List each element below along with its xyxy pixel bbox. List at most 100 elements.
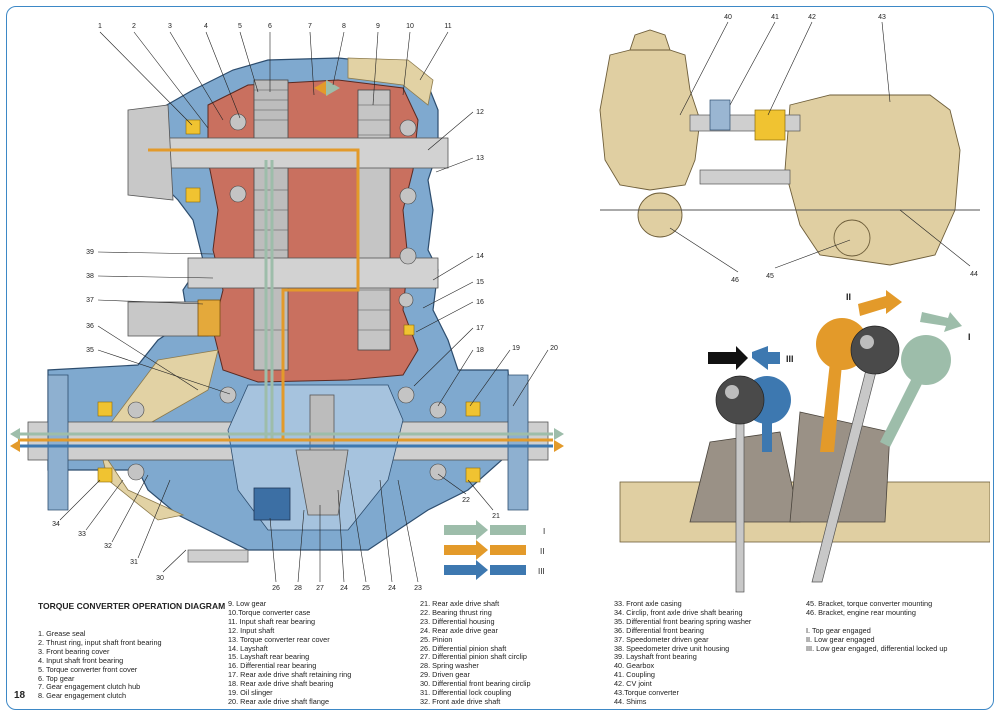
arrow-III-blue (752, 346, 780, 370)
page-number: 18 (14, 690, 26, 701)
callout-25: 25 (362, 585, 370, 592)
part-item: 43.Torque converter (614, 688, 679, 698)
part-item: 15. Layshaft rear bearing (228, 652, 310, 662)
gear-lever-right (811, 325, 900, 583)
callout-42: 42 (808, 14, 816, 21)
callout-23: 23 (414, 585, 422, 592)
callout-35: 35 (86, 347, 94, 354)
mode-item: II. Low gear engaged (806, 634, 875, 644)
part-item: 21. Rear axle drive shaft (420, 599, 500, 608)
power-flow-paths (18, 148, 553, 448)
gearbox (599, 37, 701, 191)
part-item: 9. Low gear (228, 599, 267, 608)
flow-legend: I II III (444, 520, 545, 580)
part-item: 37. Speedometer driven gear (614, 634, 709, 644)
lever-position-I-ghost (880, 335, 951, 447)
lever-label-II: II (846, 292, 851, 302)
parts-list-column-5: 45. Bracket, torque converter mounting 4… (806, 599, 948, 653)
grease-seals (97, 119, 481, 483)
mode-item: III. Low gear engaged, differential lock… (806, 643, 948, 653)
part-item: 25. Pinion (420, 634, 453, 644)
tr-callout-numbers: 40 41 42 43 44 45 46 (724, 14, 978, 284)
callout-19: 19 (512, 345, 520, 352)
callout-24b: 24 (388, 585, 396, 592)
part-item: 27. Differential pinion shaft circlip (420, 652, 527, 662)
part-item: 2. Thrust ring, input shaft front bearin… (38, 637, 162, 647)
parts-list-column-4: 33. Front axle casing 34. Circlip, front… (614, 599, 752, 707)
torque-converter-sectional-diagram: 1 2 3 4 5 6 7 8 9 10 11 12 13 14 15 16 1… (10, 23, 564, 592)
part-item: 33. Front axle casing (614, 599, 682, 608)
part-item: 22. Bearing thrust ring (420, 607, 492, 617)
callout-43: 43 (878, 14, 886, 21)
part-item: 40. Gearbox (614, 661, 655, 671)
callout-34: 34 (52, 521, 60, 528)
callout-6: 6 (268, 23, 272, 30)
arrow-I (920, 312, 962, 332)
parts-list-column-2: 9. Low gear 10.Torque converter case 11.… (228, 599, 351, 707)
callout-27: 27 (316, 585, 324, 592)
lever-labels: II I III (786, 292, 971, 364)
callout-30: 30 (156, 575, 164, 582)
callout-17: 17 (476, 325, 484, 332)
front-flange (47, 374, 69, 511)
part-item: 1. Grease seal (38, 629, 86, 638)
engine-rear-mounting-bracket (637, 192, 683, 238)
lever-boot-left (689, 431, 801, 523)
part-item: 35. Differential front bearing spring wa… (614, 616, 752, 626)
callout-12: 12 (476, 109, 484, 116)
part-item: 5. Torque converter front cover (38, 664, 138, 674)
speedometer-driven-gear (197, 299, 221, 337)
part-item: 36. Differential front bearing (614, 625, 704, 635)
callout-26: 26 (272, 585, 280, 592)
callout-11: 11 (444, 23, 451, 30)
part-item: 34. Circlip, front axle drive shaft bear… (614, 607, 743, 617)
callout-3: 3 (168, 23, 172, 30)
part-item: 6. Top gear (38, 673, 75, 683)
part-item: 18. Rear axle drive shaft bearing (228, 679, 334, 689)
part-item: 12. Input shaft (228, 625, 275, 635)
bolt (187, 549, 249, 563)
part-item: 46. Bracket, engine rear mounting (806, 607, 916, 617)
callout-33: 33 (78, 531, 86, 538)
arrow-III-black (708, 346, 748, 370)
callout-36: 36 (86, 323, 94, 330)
rear-cover-casting (347, 57, 434, 106)
callout-32: 32 (104, 543, 112, 550)
layshaft (187, 257, 439, 289)
part-item: 4. Input shaft front bearing (38, 655, 124, 665)
flow-legend-label-1: I (543, 527, 545, 536)
flow-legend-swatch-2 (444, 545, 476, 555)
callout-20: 20 (550, 345, 558, 352)
callout-numbers: 1 2 3 4 5 6 7 8 9 10 11 12 13 14 15 16 1… (52, 23, 558, 592)
callout-7: 7 (308, 23, 312, 30)
front-axle-casing (97, 349, 219, 521)
callout-28: 28 (294, 585, 302, 592)
callout-44: 44 (970, 271, 978, 278)
callout-21: 21 (492, 513, 500, 520)
lower-shaft (699, 169, 791, 185)
diagram-title: TORQUE CONVERTER OPERATION DIAGRAM (38, 601, 226, 611)
speedometer-drive-unit-housing (127, 301, 209, 337)
callout-39: 39 (86, 249, 94, 256)
callout-24a: 24 (340, 585, 348, 592)
callout-1: 1 (98, 23, 102, 30)
callout-14: 14 (476, 253, 484, 260)
callout-16: 16 (476, 299, 484, 306)
callout-leader-lines (59, 31, 549, 583)
gear-lever-positions-diagram: II I III (619, 290, 990, 593)
part-item: 38. Speedometer drive unit housing (614, 643, 730, 653)
input-shaft-flange (127, 104, 174, 201)
part-item: 42. CV joint (614, 679, 652, 689)
callout-38: 38 (86, 273, 94, 280)
part-item: 26. Differential pinion shaft (420, 643, 507, 653)
part-item: 19. Oil slinger (228, 688, 273, 698)
differential-lock-coupling (253, 487, 291, 521)
part-item: 45. Bracket, torque converter mounting (806, 599, 933, 608)
part-item: 32. Front axle drive shaft (420, 696, 501, 706)
parts-list-column-3: 21. Rear axle drive shaft 22. Bearing th… (420, 599, 531, 707)
part-item: 3. Front bearing cover (38, 646, 110, 656)
callout-22: 22 (462, 497, 470, 504)
gearbox-top (629, 29, 671, 51)
callout-2: 2 (132, 23, 136, 30)
callout-8: 8 (342, 23, 346, 30)
